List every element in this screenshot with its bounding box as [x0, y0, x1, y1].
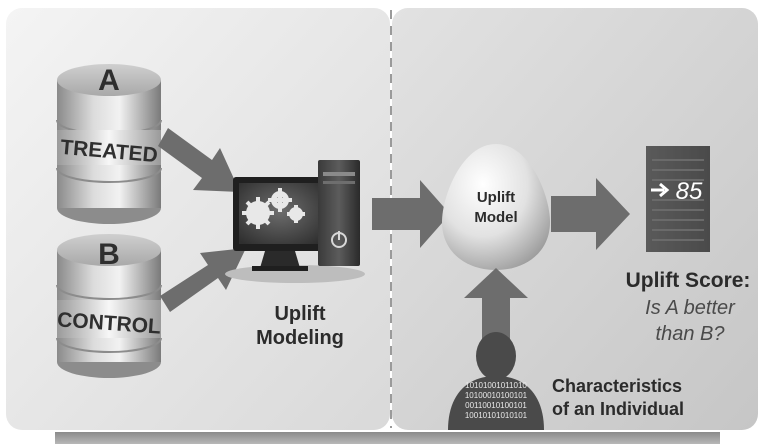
model-label-line2: Model [474, 209, 517, 226]
arrow-b-to-computer-icon [160, 248, 246, 312]
score-value: 85 [676, 178, 703, 205]
base-bar [55, 432, 720, 444]
database-b-icon [56, 234, 162, 378]
database-a-icon [56, 64, 162, 224]
model-label-line1: Uplift [477, 189, 515, 206]
score-question-line2: than B? [656, 323, 726, 345]
individual-label-line2: of an Individual [552, 399, 684, 419]
model-egg-icon [442, 144, 550, 270]
arrow-to-model-icon [372, 180, 450, 248]
binary-line-1: 10101001011010 [465, 381, 527, 390]
computer-label-line1: Uplift [274, 303, 325, 325]
score-title: Uplift Score: [626, 269, 751, 292]
score-question-line1: Is A better [645, 297, 736, 319]
score-document-icon [646, 146, 710, 252]
arrow-a-to-computer-icon [158, 128, 240, 192]
database-b-letter: B [98, 238, 120, 271]
gears-icon [242, 188, 305, 229]
binary-line-4: 10010101010101 [465, 411, 528, 420]
individual-label-line1: Characteristics [552, 376, 682, 396]
database-a-letter: A [98, 64, 120, 97]
arrow-to-score-icon [551, 178, 630, 250]
arrow-individual-to-model-icon [464, 268, 528, 340]
binary-line-3: 00110010100101 [465, 401, 527, 410]
binary-line-2: 10100010100101 [465, 391, 528, 400]
computer-label-line2: Modeling [256, 327, 344, 349]
person-silhouette-icon [448, 332, 544, 430]
